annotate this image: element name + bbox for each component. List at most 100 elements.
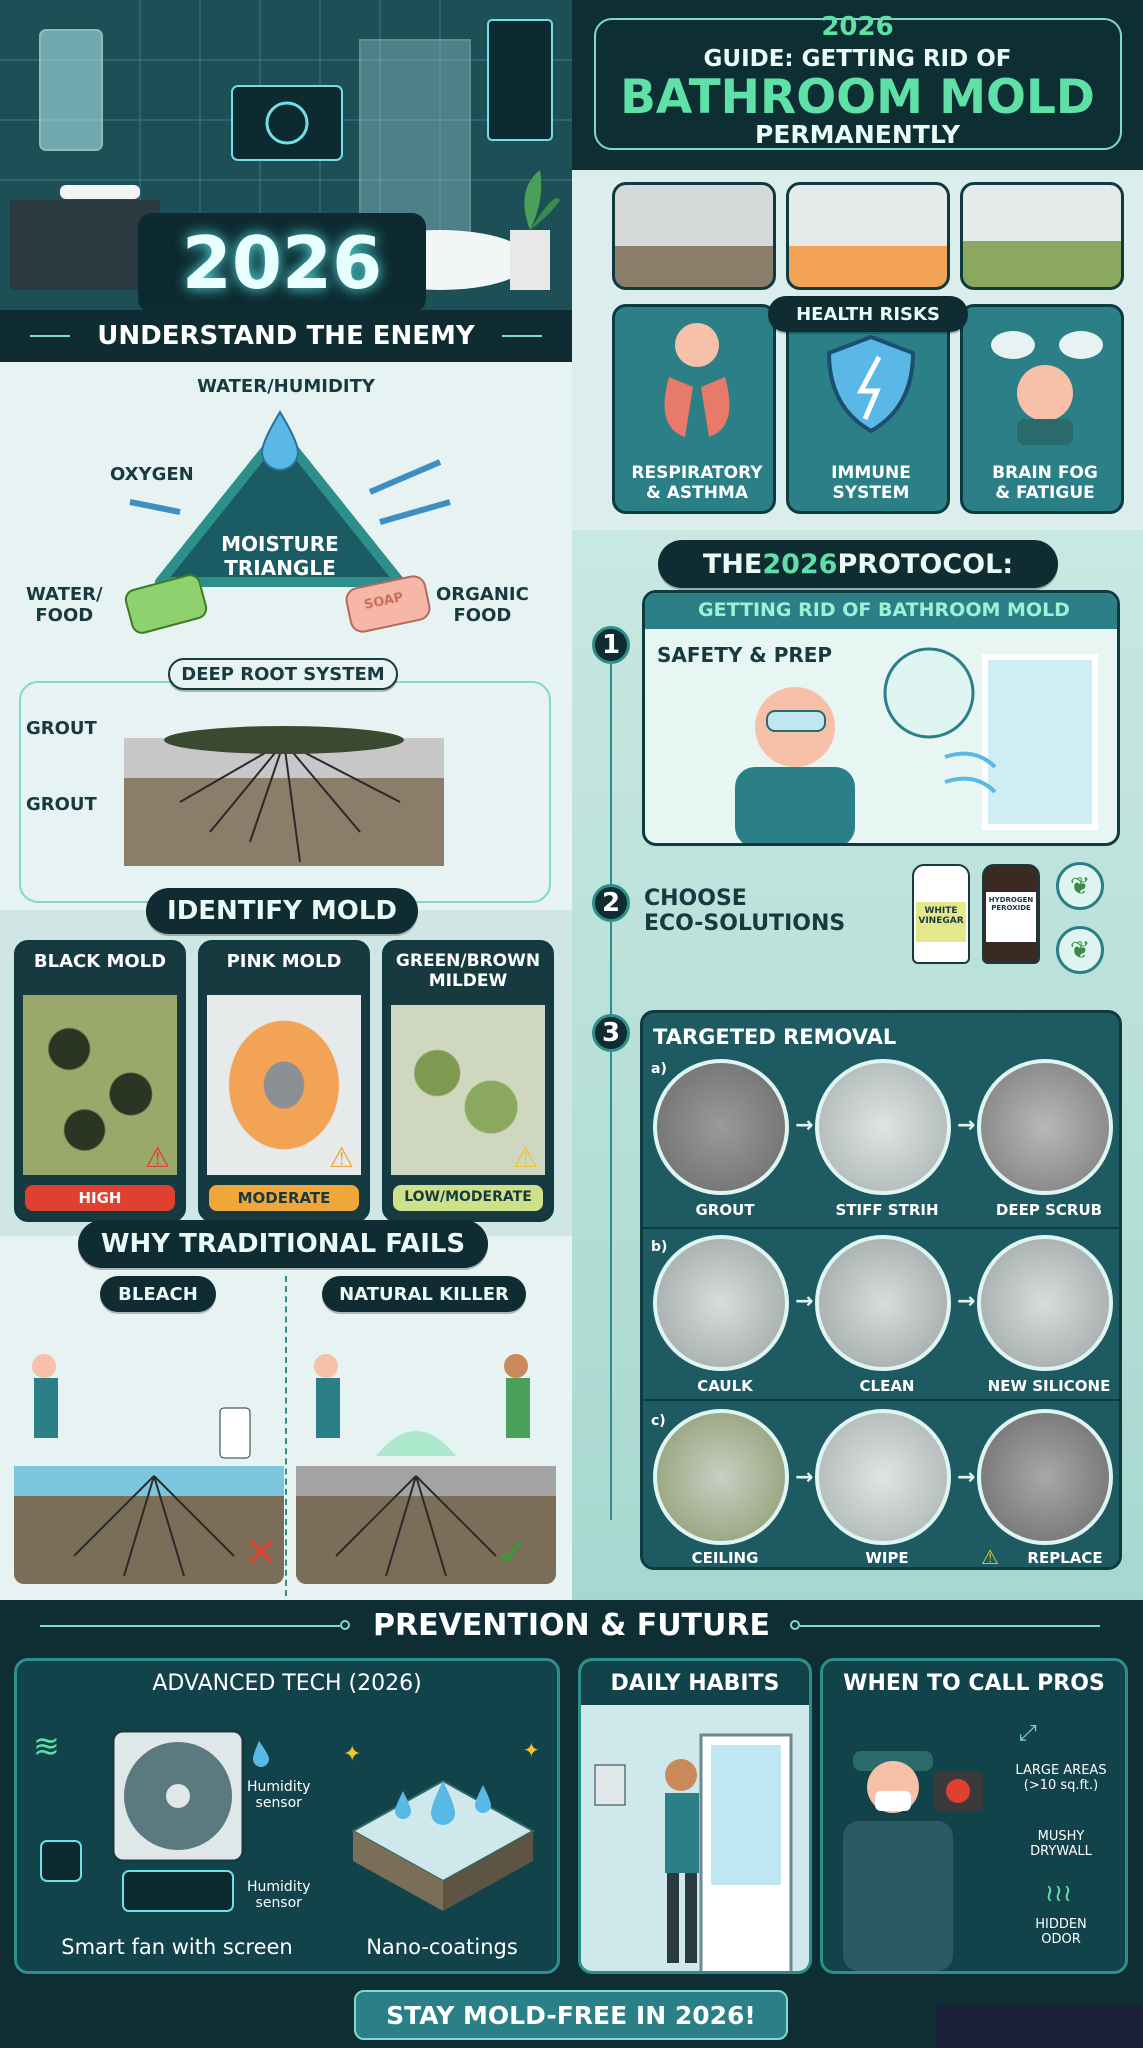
step-label-stiff-brush: STIFF STRIH bbox=[835, 1201, 939, 1219]
health-label-immune: IMMUNE SYSTEM bbox=[831, 463, 911, 503]
caulk-step-image bbox=[653, 1235, 789, 1371]
bathroom-hero: 2026 bbox=[0, 0, 572, 310]
warning-icon: ⚠ bbox=[981, 1545, 999, 1569]
protocol-timeline bbox=[610, 640, 612, 1520]
row-a-label: a) bbox=[651, 1061, 667, 1077]
step-label-wipe: WIPE bbox=[865, 1549, 909, 1567]
wipe-step-image bbox=[815, 1409, 951, 1545]
squeegee-illustration bbox=[594, 1733, 793, 1971]
call-pros-title: WHEN TO CALL PROS bbox=[843, 1671, 1105, 1696]
health-card-respiratory: RESPIRATORY & ASTHMA bbox=[612, 304, 776, 514]
mold-name-mildew: GREEN/BROWN MILDEW bbox=[395, 951, 541, 991]
stiff-brush-step-image bbox=[815, 1059, 951, 1195]
enemy-panel: WATER/HUMIDITY OXYGEN MOISTURE TRIANGLE … bbox=[0, 362, 572, 910]
grout-label-2: GROUT bbox=[26, 794, 97, 815]
step1-number: 1 bbox=[592, 626, 630, 664]
leaf-icon: ❦ bbox=[1056, 862, 1104, 910]
bleach-illustration: ✕ bbox=[14, 1354, 284, 1584]
leaf-icon-2: ❦ bbox=[1056, 926, 1104, 974]
arrow-right-icon: → bbox=[957, 1289, 976, 1314]
peroxide-bottle: HYDROGEN PEROXIDE bbox=[982, 864, 1040, 964]
enemy-section-bar: UNDERSTAND THE ENEMY bbox=[0, 310, 572, 362]
water-food-label: WATER/ FOOD bbox=[26, 584, 103, 626]
protocol-panel: THE 2026 PROTOCOL: GETTING RID OF BATHRO… bbox=[572, 530, 1143, 1600]
arrow-right-icon: → bbox=[795, 1113, 814, 1138]
shield-icon bbox=[826, 334, 916, 434]
pink-mold-image bbox=[207, 995, 361, 1175]
odor-icon: ≀≀≀ bbox=[1045, 1879, 1072, 1907]
mildew-image bbox=[391, 1005, 545, 1175]
year-badge: 2026 bbox=[138, 213, 426, 310]
grout-step-image bbox=[653, 1059, 789, 1195]
traditional-panel: WHY TRADITIONAL FAILS BLEACH NATURAL KIL… bbox=[0, 1220, 572, 1600]
step1-card: GETTING RID OF BATHROOM MOLD SAFETY & PR… bbox=[642, 590, 1120, 846]
organic-food-label: ORGANIC FOOD bbox=[436, 584, 529, 626]
health-label-brain-fog: BRAIN FOG & FATIGUE bbox=[992, 463, 1098, 503]
lungs-icon bbox=[664, 323, 730, 437]
identify-panel: IDENTIFY MOLD BLACK MOLD ⚠ HIGH PINK MOL… bbox=[0, 888, 572, 1236]
health-card-brain-fog: BRAIN FOG & FATIGUE bbox=[960, 304, 1124, 514]
prevention-title: PREVENTION & FUTURE bbox=[373, 1608, 770, 1643]
water-humidity-label: WATER/HUMIDITY bbox=[197, 376, 375, 397]
health-risks-title: HEALTH RISKS bbox=[768, 296, 968, 332]
humidity-sensor-label-2: Humidity sensor bbox=[247, 1879, 311, 1911]
warning-icon: ⚠ bbox=[513, 1141, 539, 1174]
mold-name-pink: PINK MOLD bbox=[226, 951, 342, 972]
humidity-sensor-label-1: Humidity sensor bbox=[247, 1779, 311, 1811]
deep-scrub-step-image bbox=[977, 1059, 1113, 1195]
identify-mold-title: IDENTIFY MOLD bbox=[146, 888, 418, 934]
step-label-grout: GROUT bbox=[695, 1201, 755, 1219]
moisture-triangle-label: MOISTURE TRIANGLE bbox=[221, 532, 339, 580]
bleach-label: BLEACH bbox=[100, 1276, 216, 1312]
daily-habits-card: DAILY HABITS bbox=[578, 1658, 812, 1974]
nano-coating-illustration: ✦ ✦ bbox=[343, 1738, 540, 1911]
nano-coatings-caption: Nano-coatings bbox=[366, 1935, 518, 1959]
peroxide-label: HYDROGEN PEROXIDE bbox=[986, 892, 1036, 942]
step3-card: TARGETED REMOVAL a) b) c) → → GROUT STIF… bbox=[640, 1010, 1122, 1570]
warning-icon: ⚠ bbox=[145, 1141, 171, 1174]
arrow-right-icon: → bbox=[957, 1465, 976, 1490]
prevention-panel: PREVENTION & FUTURE ADVANCED TECH (2026)… bbox=[0, 1600, 1143, 2048]
step-label-clean: CLEAN bbox=[859, 1377, 915, 1395]
year-big-text: 2026 bbox=[181, 221, 383, 305]
mold-thumb-3 bbox=[960, 182, 1124, 290]
vinegar-label: WHITE VINEGAR bbox=[916, 902, 966, 942]
success-check-icon: ✓ bbox=[496, 1530, 530, 1576]
page-title: BATHROOM MOLD bbox=[620, 70, 1095, 125]
arrow-right-icon: → bbox=[795, 1289, 814, 1314]
step3-number: 3 bbox=[592, 1014, 630, 1052]
mold-card-pink: PINK MOLD ⚠ MODERATE bbox=[198, 940, 370, 1222]
step-label-caulk: CAULK bbox=[697, 1377, 753, 1395]
header-title-panel: 2026 GUIDE: GETTING RID OF BATHROOM MOLD… bbox=[572, 0, 1143, 170]
mold-card-black: BLACK MOLD ⚠ HIGH bbox=[14, 940, 186, 1222]
grout-label-1: GROUT bbox=[26, 718, 97, 739]
bathroom-illustration bbox=[0, 0, 572, 310]
enemy-section-title: UNDERSTAND THE ENEMY bbox=[97, 321, 475, 351]
protocol-title-pre: THE bbox=[702, 548, 763, 580]
sparkle-icon: ✦ bbox=[523, 1738, 540, 1762]
large-area-icon: ⤢ bbox=[1019, 1721, 1037, 1746]
natural-killer-illustration: ✓ bbox=[296, 1354, 556, 1584]
arrow-right-icon: → bbox=[795, 1465, 814, 1490]
smart-fan-illustration: ≋ bbox=[33, 1727, 269, 1912]
mold-thumb-1 bbox=[612, 182, 776, 290]
mold-card-mildew: GREEN/BROWN MILDEW ⚠ LOW/MODERATE bbox=[382, 940, 554, 1222]
oxygen-label: OXYGEN bbox=[110, 464, 194, 485]
ceiling-step-image bbox=[653, 1409, 789, 1545]
row-b-label: b) bbox=[651, 1239, 668, 1255]
health-panel: RESPIRATORY & ASTHMA IMMUNE SYSTEM BRAIN… bbox=[572, 170, 1143, 530]
deep-root-label: DEEP ROOT SYSTEM bbox=[168, 658, 398, 690]
pros-mushy-drywall: MUSHY DRYWALL bbox=[1030, 1829, 1092, 1859]
title-line-permanently: PERMANENTLY bbox=[755, 120, 960, 149]
wifi-icon: ≋ bbox=[33, 1727, 60, 1765]
sparkle-icon: ✦ bbox=[343, 1742, 361, 1767]
mold-level-moderate: MODERATE bbox=[209, 1185, 359, 1211]
health-label-respiratory: RESPIRATORY & ASTHMA bbox=[631, 463, 763, 503]
black-mold-image bbox=[23, 995, 177, 1175]
new-silicone-step-image bbox=[977, 1235, 1113, 1371]
warning-icon: ⚠ bbox=[329, 1141, 355, 1174]
protocol-title-post: PROTOCOL: bbox=[837, 548, 1014, 580]
natural-killer-label: NATURAL KILLER bbox=[322, 1276, 526, 1312]
clean-step-image bbox=[815, 1235, 951, 1371]
mold-level-high: HIGH bbox=[25, 1185, 175, 1211]
